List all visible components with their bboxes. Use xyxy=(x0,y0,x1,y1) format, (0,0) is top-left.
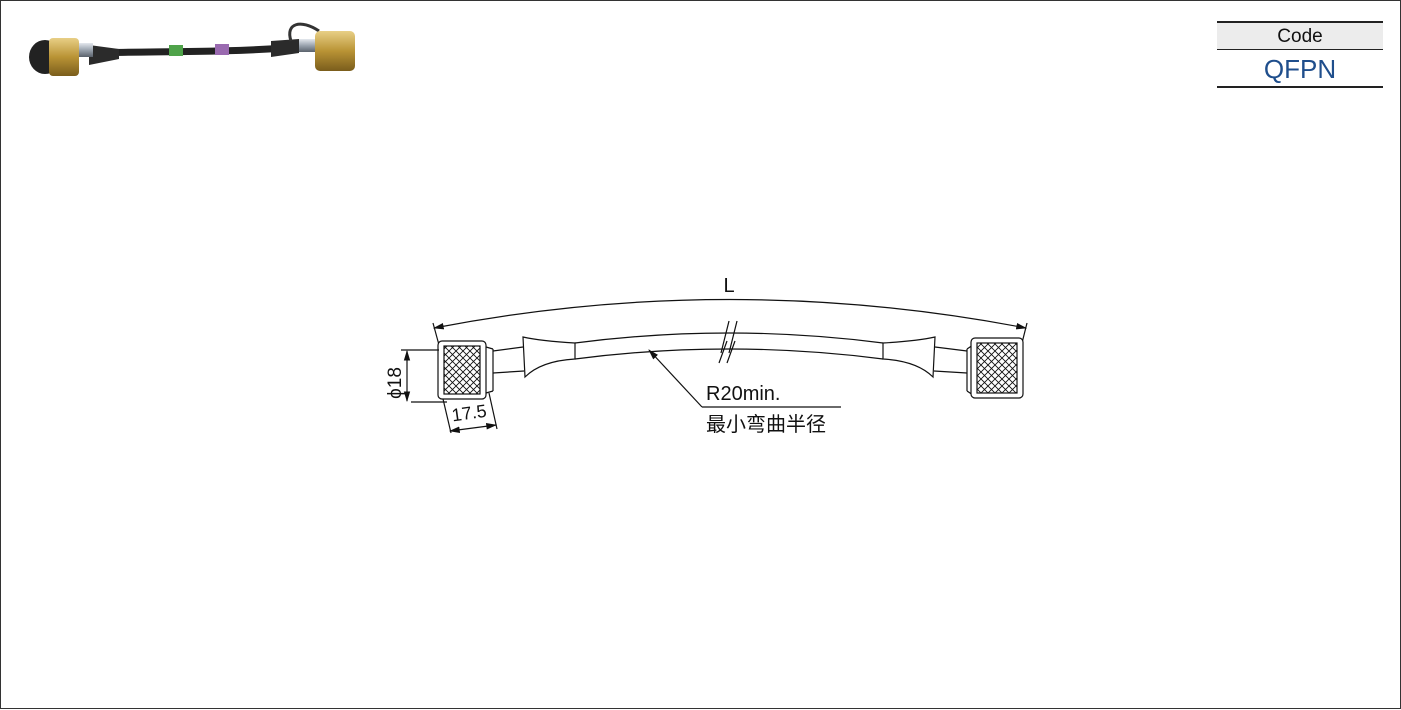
width-dimension-line xyxy=(448,423,498,433)
width-label: 17.5 xyxy=(450,401,487,426)
code-table: Code QFPN xyxy=(1217,21,1383,88)
hose-body xyxy=(574,332,884,344)
code-header: Code xyxy=(1217,21,1383,50)
purple-band xyxy=(215,44,229,55)
length-label: L xyxy=(723,275,734,297)
left-ferrule xyxy=(522,336,576,379)
code-value: QFPN xyxy=(1217,50,1383,88)
diameter-label: ϕ18 xyxy=(385,367,406,399)
right-ferrule xyxy=(882,336,936,379)
radius-label: R20min. xyxy=(706,383,780,405)
green-band xyxy=(169,45,183,56)
break-mark-bottom xyxy=(718,340,728,364)
left-knurled-nut xyxy=(437,340,494,400)
radius-label-cn: 最小弯曲半径 xyxy=(706,412,826,436)
length-dimension-arc xyxy=(432,298,1028,330)
product-photo xyxy=(29,22,355,76)
break-mark-top xyxy=(720,320,730,354)
right-knurled-nut xyxy=(966,337,1024,399)
radius-leader xyxy=(648,349,703,408)
